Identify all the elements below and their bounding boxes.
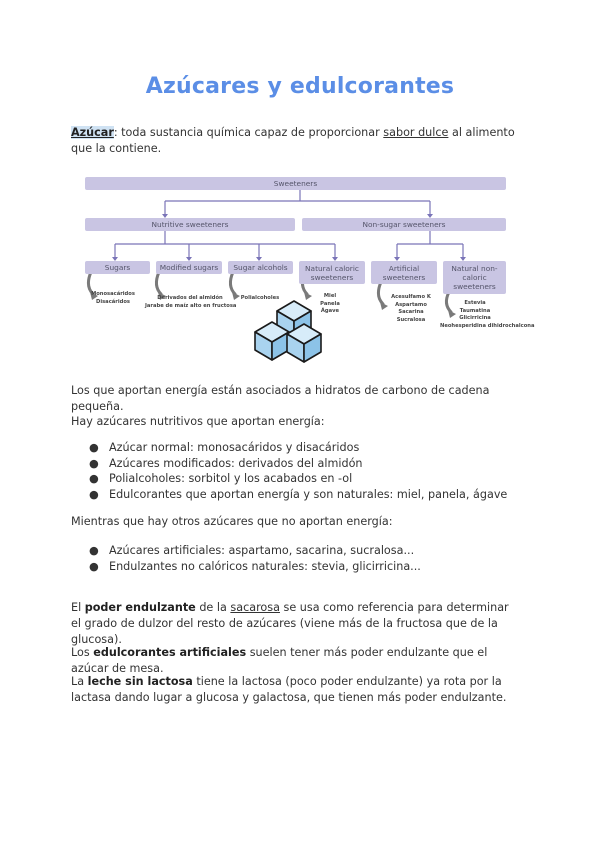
text: Los xyxy=(71,646,94,659)
example-item: Taumatina xyxy=(459,307,491,314)
list-item: ●Azúcares artificiales: aspartamo, sacar… xyxy=(89,544,415,557)
intro-text-end: al alimento que la contiene. xyxy=(71,126,515,155)
lactose-free-paragraph: La leche sin lactosa tiene la lactosa (p… xyxy=(71,674,521,706)
sweetening-power-paragraph: El poder endulzante de la sacarosa se us… xyxy=(71,600,521,648)
example-item: Monosacáridos xyxy=(91,291,135,297)
artificial-paragraph: Los edulcorantes artificiales suelen ten… xyxy=(71,645,521,677)
node-natural-caloric-sweeteners: Natural caloric sweeteners xyxy=(299,261,365,284)
node-sugar-alcohols: Sugar alcohols xyxy=(228,261,293,274)
text: tiene la lactosa (poco poder endulzante)… xyxy=(71,675,507,704)
example-item: Neohesperidina dihidrochalcona xyxy=(440,322,535,329)
example-item: Acesulfamo K xyxy=(391,294,431,300)
list-item: ●Azúcares modificados: derivados del alm… xyxy=(89,456,363,470)
sweeteners-diagram: Sweeteners Nutritive sweeteners Non-suga… xyxy=(85,174,535,369)
examples-natural-caloric: Miel Panela Ágave xyxy=(315,293,345,316)
examples-modified: Derivados del almidón Jarabe de maíz alt… xyxy=(145,295,237,310)
text: se usa como referencia para determinar e… xyxy=(71,601,509,646)
other-list: ●Azúcares artificiales: aspartamo, sacar… xyxy=(71,543,421,574)
example-item: Jarabe de maíz alto en fructosa xyxy=(145,302,237,309)
list-item: ●Endulzantes no calóricos naturales: ste… xyxy=(89,559,421,573)
text: El xyxy=(71,601,85,614)
bold-term: leche sin lactosa xyxy=(87,675,193,688)
node-sugars: Sugars xyxy=(85,261,150,274)
node-non-sugar-sweeteners: Non-sugar sweeteners xyxy=(302,218,506,231)
examples-artificial: Acesulfamo K Aspartamo Sacarina Sucralos… xyxy=(389,294,433,324)
intro-text: : toda sustancia química capaz de propor… xyxy=(113,126,384,139)
examples-sugars: Monosacáridos Disacáridos xyxy=(88,291,138,306)
bold-term: edulcorantes artificiales xyxy=(93,646,247,659)
term-azucar: Azúcar xyxy=(71,126,114,139)
sacarosa-link[interactable]: sacarosa xyxy=(230,601,280,614)
example-item: Miel xyxy=(323,293,337,299)
energy-paragraph: Los que aportan energía están asociados … xyxy=(71,384,490,413)
example-item: Derivados del almidón xyxy=(157,295,223,301)
sugar-cubes xyxy=(254,300,322,363)
bold-term: poder endulzante xyxy=(84,601,196,614)
text: La xyxy=(71,675,88,688)
list-item-text: Edulcorantes que aportan energía y son n… xyxy=(109,487,508,501)
examples-alcohols: Polialcoholes xyxy=(235,295,285,303)
example-item: Estevia xyxy=(464,300,486,306)
examples-natural-non-caloric: Estevia Taumatina Glicirricina Neohesper… xyxy=(440,300,535,330)
intro-paragraph: Azúcar: toda sustancia química capaz de … xyxy=(71,125,521,157)
text: de la xyxy=(195,601,231,614)
list-item: ●Azúcar normal: monosacáridos y disacári… xyxy=(89,441,360,454)
example-item: Aspartamo xyxy=(395,301,427,308)
node-nutritive-sweeteners: Nutritive sweeteners xyxy=(85,218,295,231)
example-item: Disacáridos xyxy=(96,298,130,305)
list-item: ●Polialcoholes: sorbitol y los acabados … xyxy=(89,472,353,485)
text: suelen tener más poder endulzante que el… xyxy=(71,646,488,675)
list-item-text: Azúcares modificados: derivados del almi… xyxy=(109,456,363,470)
list-item-text: Endulzantes no calóricos naturales: stev… xyxy=(109,559,421,573)
list-item-text: Polialcoholes: sorbitol y los acabados e… xyxy=(109,472,353,485)
diagram-connectors xyxy=(86,189,466,363)
node-natural-non-caloric-sweeteners: Natural non-caloric sweeteners xyxy=(443,261,506,294)
node-modified-sugars: Modified sugars xyxy=(156,261,222,274)
page-title: Azúcares y edulcorantes xyxy=(145,74,455,99)
nutritive-intro: Hay azúcares nutritivos que aportan ener… xyxy=(71,415,325,428)
node-artificial-sweeteners: Artificial sweeteners xyxy=(371,261,437,284)
list-item-text: Azúcares artificiales: aspartamo, sacari… xyxy=(109,544,415,557)
list-item-text: Azúcar normal: monosacáridos y disacárid… xyxy=(109,441,360,454)
list-item: ●Edulcorantes que aportan energía y son … xyxy=(89,487,508,501)
example-item: Sucralosa xyxy=(396,316,426,323)
example-item: Polialcoholes xyxy=(240,295,280,301)
example-item: Sacarina xyxy=(398,309,424,315)
other-intro: Mientras que hay otros azúcares que no a… xyxy=(71,515,393,528)
example-item: Panela xyxy=(320,300,340,307)
example-item: Ágave xyxy=(320,308,340,314)
nutritive-list: ●Azúcar normal: monosacáridos y disacári… xyxy=(71,440,507,502)
node-sweeteners: Sweeteners xyxy=(85,177,506,190)
sabor-dulce-link[interactable]: sabor dulce xyxy=(383,126,449,139)
example-item: Glicirricina xyxy=(459,315,491,321)
